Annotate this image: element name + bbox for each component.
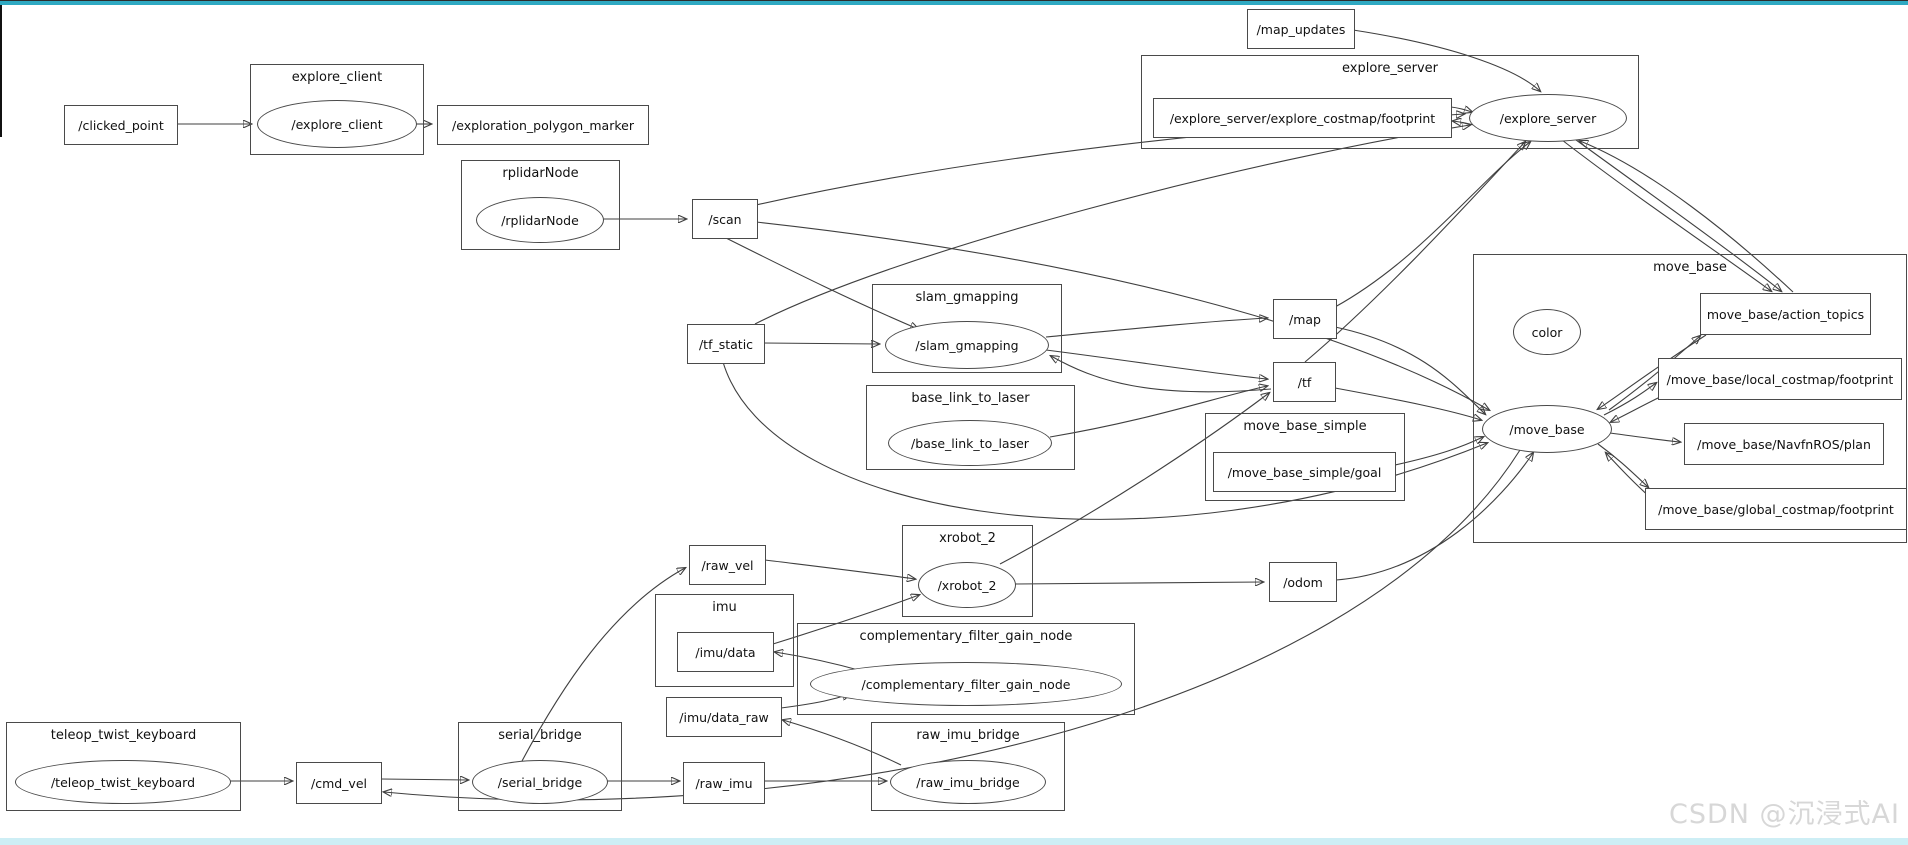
node-group-explore_client_ns: explore_client <box>250 64 424 155</box>
edge <box>1352 29 1540 91</box>
edge <box>1304 142 1525 363</box>
group-label: move_base_simple <box>1243 419 1367 434</box>
edge <box>783 720 902 766</box>
group-label: explore_client <box>291 70 383 85</box>
node-explore_client: /explore_client <box>257 100 417 148</box>
csdn-watermark: CSDN @沉浸式AI <box>1669 799 1900 830</box>
edge <box>1571 136 1781 291</box>
node-group-base_link_to_laser_ns: base_link_to_laser <box>866 385 1075 470</box>
node-group-raw_imu_bridge_ns: raw_imu_bridge <box>871 722 1065 811</box>
left-border-line <box>0 5 2 137</box>
group-label: xrobot_2 <box>939 531 996 546</box>
topic-exploration_polygon_marker: /exploration_polygon_marker <box>437 105 649 145</box>
topic-clicked_point: /clicked_point <box>64 105 178 145</box>
edge <box>521 568 685 762</box>
edge <box>754 125 1470 325</box>
node-group-xrobot_2_ns: xrobot_2 <box>902 525 1033 617</box>
topic-cmd_vel: /cmd_vel <box>296 762 382 804</box>
edge <box>1603 383 1656 416</box>
group-label: slam_gmapping <box>915 290 1019 305</box>
topic-raw_vel: /raw_vel <box>689 545 766 585</box>
topic-imu_data_raw: /imu/data_raw <box>666 697 782 737</box>
edge <box>1580 141 1794 293</box>
edge <box>380 779 468 780</box>
topic-move_base_action_topics: move_base/action_topics <box>1700 293 1871 335</box>
node-group-complementary_filter_gain_node_ns: complementary_filter_gain_node <box>797 623 1135 715</box>
group-label: move_base <box>1653 260 1727 275</box>
edge <box>1561 139 1771 291</box>
edge <box>999 393 1269 565</box>
edge <box>1051 356 1272 393</box>
edge <box>762 343 879 344</box>
edge <box>1597 443 1648 487</box>
edge <box>1049 386 1267 438</box>
node-teleop_twist_keyboard: /teleop_twist_keyboard <box>15 760 231 804</box>
topic-map_updates: /map_updates <box>1247 9 1355 49</box>
node-group-slam_gmapping_ns: slam_gmapping <box>872 284 1062 373</box>
node-group-serial_bridge_ns: serial_bridge <box>458 722 622 811</box>
group-label: explore_server <box>1342 61 1438 76</box>
node-group-rplidarNode_ns: rplidarNode <box>461 160 620 250</box>
topic-odom: /odom <box>1269 562 1337 602</box>
edge <box>1611 396 1661 422</box>
node-raw_imu_bridge: /raw_imu_bridge <box>890 760 1046 804</box>
edge <box>755 221 1489 410</box>
topic-move_base_simple_goal: /move_base_simple/goal <box>1213 452 1396 492</box>
edge <box>1394 437 1483 466</box>
group-label: base_link_to_laser <box>911 391 1030 406</box>
group-label: serial_bridge <box>498 728 582 743</box>
top-accent-line <box>0 0 1908 5</box>
edge <box>1014 582 1263 584</box>
group-label: complementary_filter_gain_node <box>859 629 1073 644</box>
node-move_base: /move_base <box>1482 405 1612 453</box>
group-label: rplidarNode <box>502 166 579 181</box>
node-group-explore_server_ns: explore_server <box>1141 55 1639 149</box>
edge <box>764 559 915 579</box>
node-base_link_to_laser: /base_link_to_laser <box>888 420 1052 466</box>
edge <box>1045 349 1267 379</box>
group-label: raw_imu_bridge <box>916 728 1020 743</box>
group-label: teleop_twist_keyboard <box>50 728 197 743</box>
topic-explore_costmap_footprint: /explore_server/explore_costmap/footprin… <box>1153 98 1452 138</box>
topic-move_base_global_costmap_footprint: /move_base/global_costmap/footprint <box>1645 488 1907 530</box>
node-slam_gmapping: /slam_gmapping <box>885 321 1049 369</box>
bottom-accent-line <box>0 838 1908 845</box>
topic-move_base_local_costmap_footprint: /move_base/local_costmap/footprint <box>1658 358 1902 400</box>
node-xrobot_2: /xrobot_2 <box>918 562 1016 608</box>
node-group-move_base_simple_ns: move_base_simple <box>1205 413 1405 501</box>
node-color: color <box>1513 309 1581 355</box>
group-label: imu <box>712 600 737 615</box>
topic-map: /map <box>1273 299 1337 339</box>
node-group-move_base_ns: move_base <box>1473 254 1907 543</box>
node-group-teleop_twist_keyboard_ns: teleop_twist_keyboard <box>6 722 241 811</box>
node-complementary_filter_gain_node: /complementary_filter_gain_node <box>810 662 1122 706</box>
node-serial_bridge: /serial_bridge <box>472 760 608 804</box>
edge <box>1608 336 1700 411</box>
edge <box>723 236 918 329</box>
topic-raw_imu: /raw_imu <box>683 762 765 804</box>
edge <box>1335 453 1533 581</box>
node-group-imu_ns: imu <box>655 594 794 687</box>
topic-imu_data: /imu/data <box>677 632 774 672</box>
topic-tf_static: /tf_static <box>687 324 765 364</box>
node-explore_server: /explore_server <box>1469 94 1627 142</box>
edge <box>1609 432 1680 442</box>
topic-tf: /tf <box>1273 362 1336 402</box>
edge <box>1334 387 1481 420</box>
topic-move_base_navfnros_plan: /move_base/NavfnROS/plan <box>1684 423 1884 465</box>
node-rplidarNode: /rplidarNode <box>476 197 604 243</box>
edge <box>1045 318 1267 338</box>
edge <box>772 595 919 645</box>
topic-scan: /scan <box>692 199 758 239</box>
